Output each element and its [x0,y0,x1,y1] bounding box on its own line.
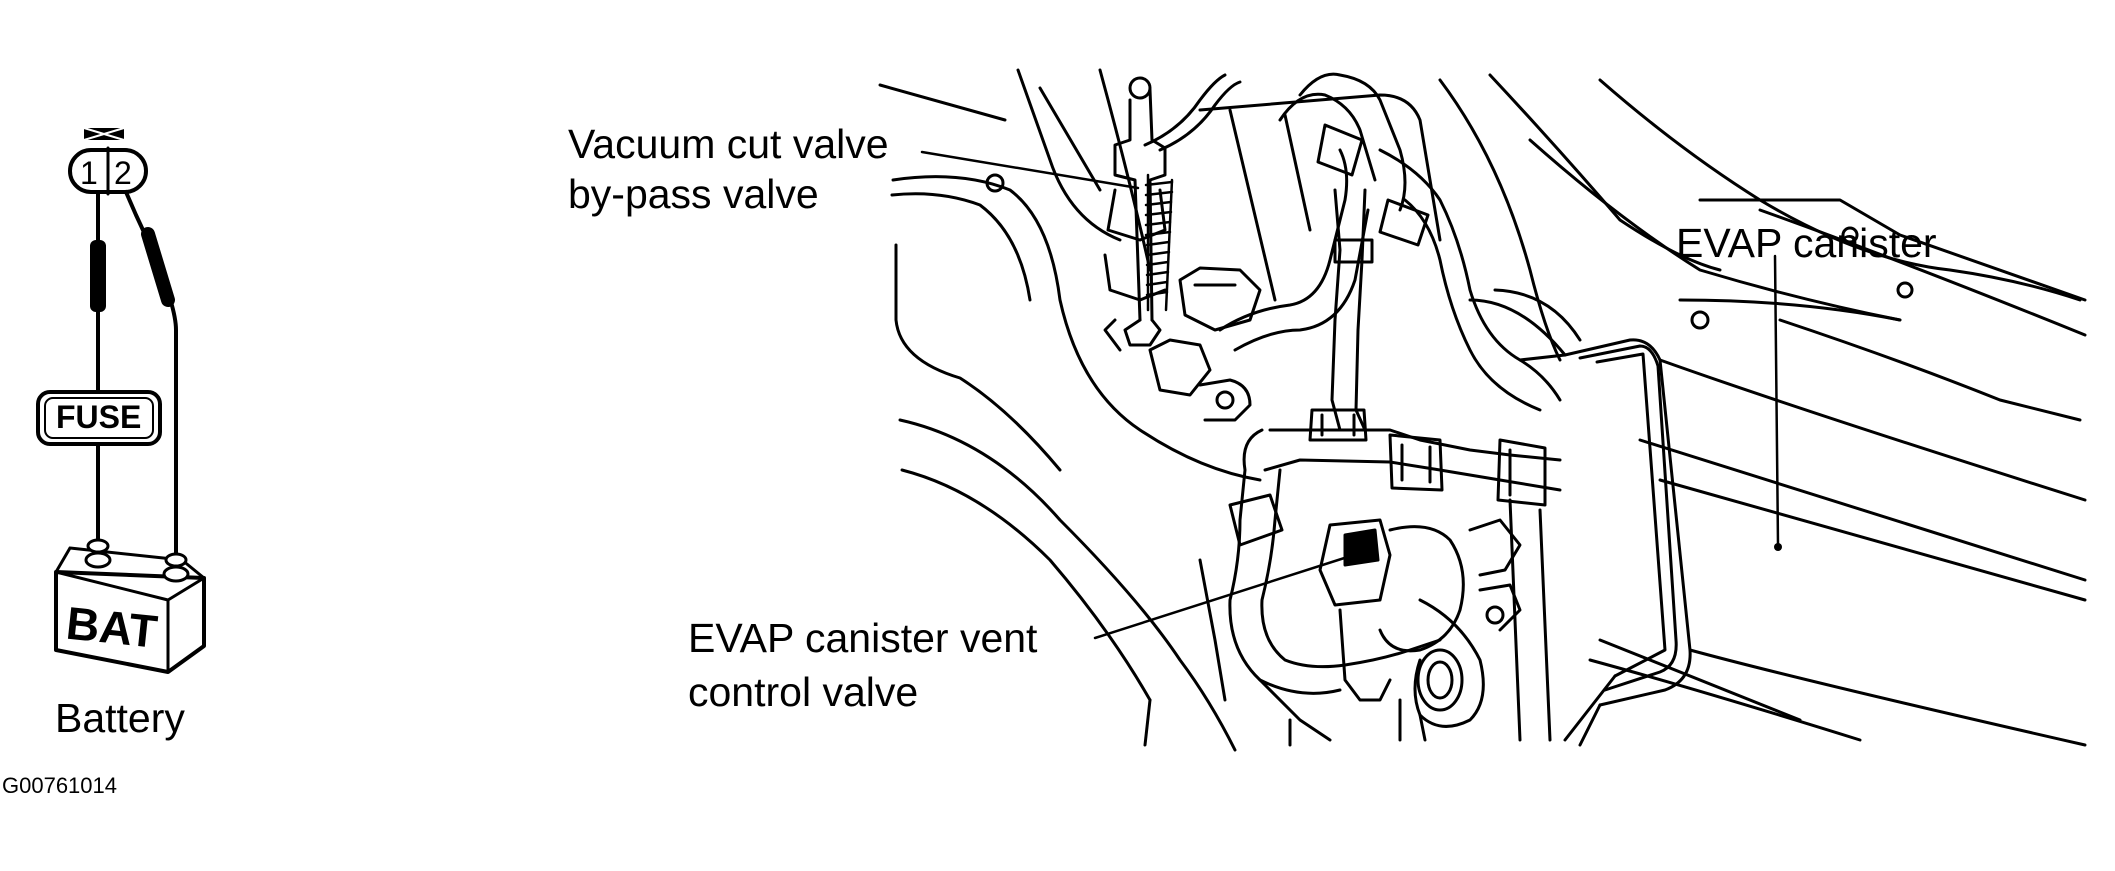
body-panel-line [1698,198,2087,302]
body-panel-line [1016,68,1122,242]
frame-line [1143,698,1152,747]
body-panel-line [1098,68,1152,272]
label-evap-canister: EVAP canister [1676,220,1937,266]
connector-icon: 1 2 [68,127,148,196]
frame-line [1198,558,1227,702]
leader-line-vent-control-valve [1093,551,1362,640]
leader-line-vacuum-cut-valve [920,150,1140,190]
hose [1268,428,1562,462]
body-panel-line [1228,108,1277,302]
test-lead-clip-left [90,240,106,312]
test-lead-clip-right [141,227,175,307]
body-panel-line [1438,78,1562,362]
frame-line [1508,498,1522,742]
hose-clamp [1308,408,1368,442]
body-panel-line [1038,86,1102,192]
hose [1233,208,1370,352]
hose-clamp [1228,493,1284,547]
hose [1278,92,1377,182]
body-panel-line [1678,298,1902,322]
body-hole [1841,226,1859,244]
battery-icon: BAT [54,538,206,674]
hose [1263,458,1562,492]
engine-bay-illustration [878,68,2087,752]
hose-clip-group [1103,266,1262,422]
body-hole [1896,281,1914,299]
battery-box-label: BAT [64,597,160,658]
label-control-valve: control valve [688,669,918,715]
body-panel-line [1198,93,1442,242]
body-panel-line [1488,73,1722,272]
hose [1403,198,1542,412]
body-panel-line [894,243,1062,472]
figure-id: G00761014 [2,773,117,798]
body-panel-line [1283,113,1312,232]
label-vacuum-cut-valve: Vacuum cut valve [568,121,889,167]
hose [1260,468,1347,669]
body-panel-line [891,175,1262,482]
hose [1354,188,1367,432]
hose [1343,638,1442,667]
frame-line [1538,508,1552,742]
body-panel-line [1598,638,1802,722]
evap-canister [1468,288,2087,747]
callout-labels: Vacuum cut valve by-pass valve EVAP cani… [568,121,1937,715]
body-panel-line [890,192,1032,302]
body-panel-line [1658,478,2087,602]
body-panel-line [1778,318,2082,422]
leader-line-evap-canister [1773,254,1780,547]
body-panel-line [1638,438,2087,582]
battery-caption: Battery [55,695,185,741]
corrugated-hose [1144,173,1174,312]
body-panel-line [1758,208,2087,337]
label-by-pass-valve: by-pass valve [568,171,819,217]
body-panel-line [878,83,1007,122]
body-panel-line [898,418,1237,752]
hose [1258,678,1332,742]
hose-clamp [1378,198,1430,247]
hose-clamp [1333,238,1374,264]
body-panel-line [900,468,1152,702]
vacuum-cut-valve-assembly [1103,73,1242,347]
hose [1228,428,1342,695]
body-hole [985,173,1005,193]
hose [1298,72,1407,212]
body-panel-line [1598,78,2082,302]
body-panel-line [1528,138,1902,322]
battery-test-circuit: 1 2 FUSE BAT Battery [36,127,206,741]
hose-clamp [1496,438,1547,507]
connector-pin-1-label: 1 [80,155,98,191]
fuse: FUSE [36,390,162,446]
evap-canister-vent-control-valve [1318,518,1522,742]
leader-dot-evap-canister [1774,543,1782,551]
hose [1218,148,1349,332]
body-panel-line [1588,658,1862,742]
fuse-label: FUSE [56,399,141,435]
hose-clamp [1388,433,1444,492]
hose-clamp [1316,123,1364,177]
hose [1378,148,1562,402]
label-evap-canister-vent: EVAP canister vent [688,615,1038,661]
connector-pin-2-label: 2 [114,155,132,191]
body-hole [1690,310,1710,330]
